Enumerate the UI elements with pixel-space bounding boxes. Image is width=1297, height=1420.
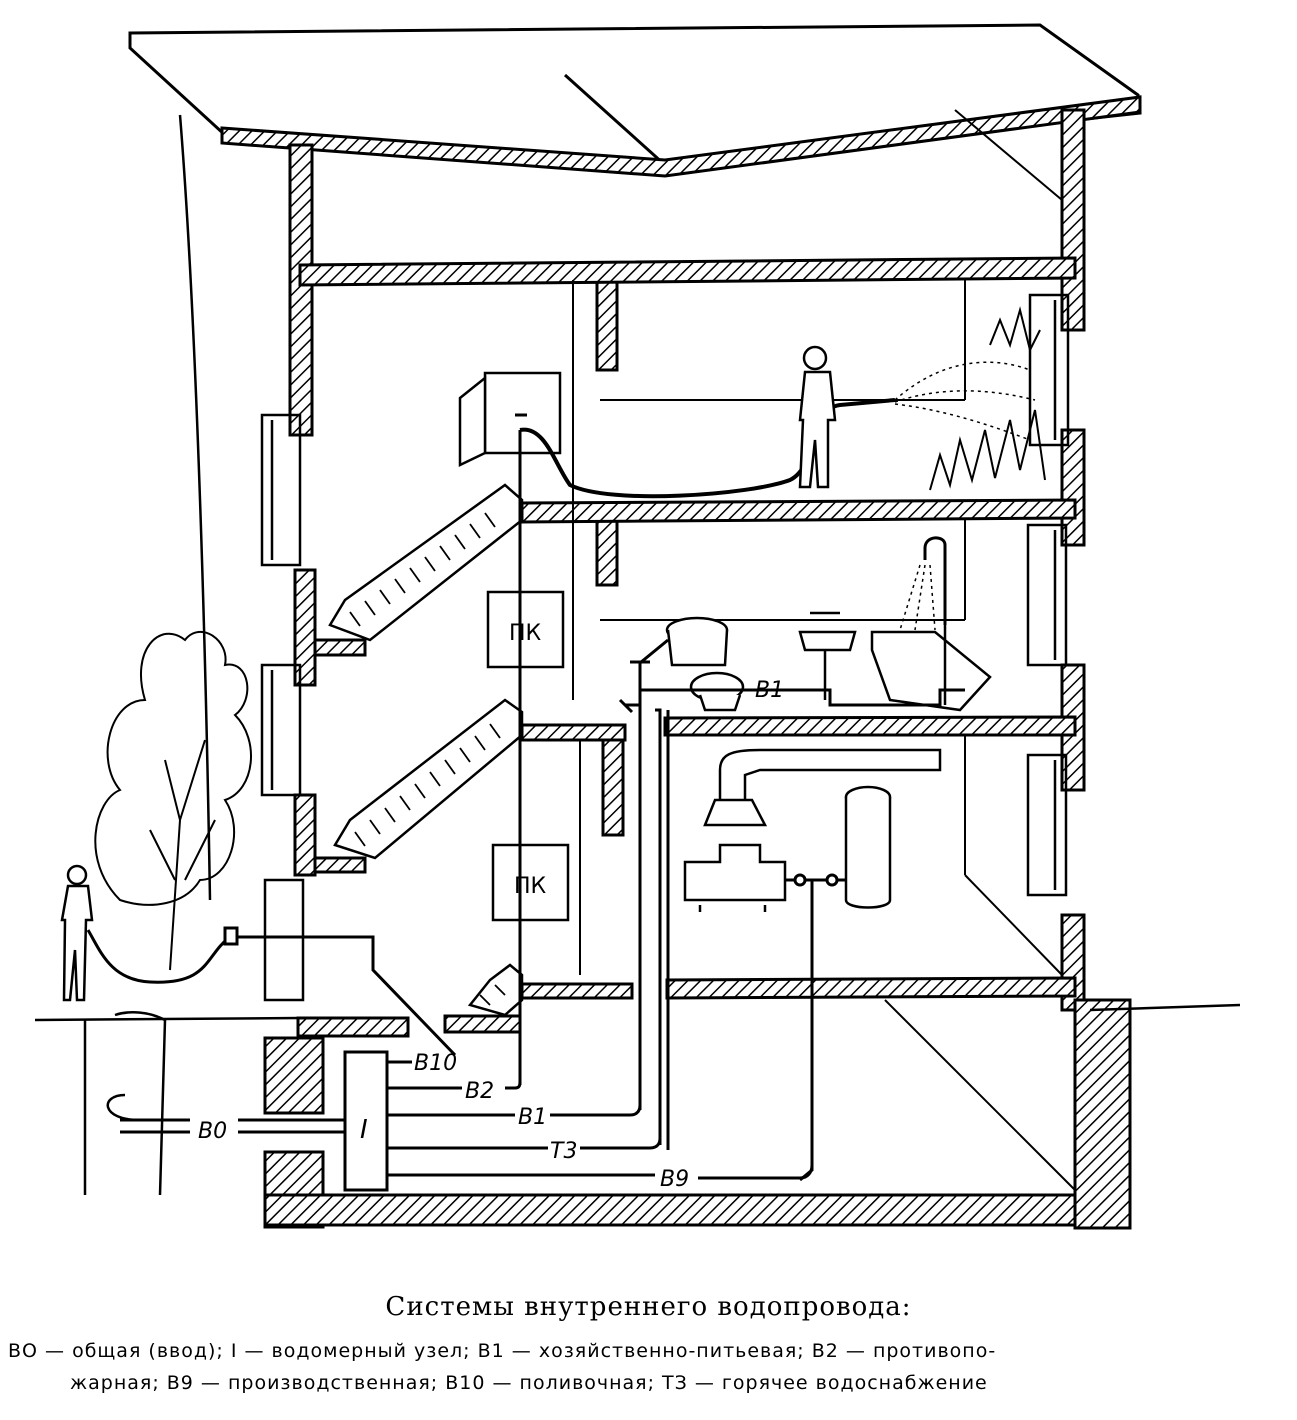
t3-label: T3 bbox=[550, 1139, 577, 1164]
bathtub-icon bbox=[870, 625, 992, 712]
hot-water-pipe bbox=[655, 708, 670, 1150]
tree-icon bbox=[94, 630, 252, 971]
ground-line bbox=[34, 1003, 1241, 1022]
firefighter-icon bbox=[798, 345, 837, 489]
shower-spray-icon bbox=[899, 564, 936, 631]
b1-label: B1 bbox=[518, 1105, 547, 1130]
b10-label: B10 bbox=[414, 1051, 457, 1076]
gardener-icon bbox=[60, 864, 94, 1002]
stair-steps bbox=[349, 512, 506, 1006]
flames-icon bbox=[929, 306, 1046, 491]
b9-label: B9 bbox=[660, 1167, 689, 1192]
floor-slabs bbox=[298, 256, 1077, 1034]
toilet-icon bbox=[665, 616, 745, 712]
fire-riser-pipe bbox=[515, 413, 527, 1085]
b2-label: B2 bbox=[465, 1079, 494, 1104]
windows bbox=[260, 293, 1070, 1002]
fire-cabinets bbox=[458, 371, 570, 922]
fire-cabinet-upper-label: ПК bbox=[509, 621, 542, 646]
sink-icon bbox=[798, 611, 857, 700]
facade-edge bbox=[178, 114, 212, 901]
ventilation-hood-icon bbox=[703, 748, 942, 827]
watering-pipe bbox=[86, 926, 457, 1057]
caption-legend-line-2: жарная; В9 — производственная; В10 — пол… bbox=[70, 1372, 988, 1394]
main-intake-pipe bbox=[120, 1118, 345, 1134]
caption-title: Системы внутреннего водопровода: bbox=[385, 1292, 912, 1322]
industrial-water-pipe bbox=[785, 873, 846, 1182]
roof bbox=[128, 23, 1142, 178]
fire-hose bbox=[519, 398, 896, 499]
b0-label: B0 bbox=[198, 1119, 227, 1144]
boiler-tank-icon bbox=[844, 785, 892, 909]
walls bbox=[263, 108, 1132, 1230]
room-lines bbox=[572, 109, 1076, 1191]
domestic-water-pipe bbox=[618, 638, 965, 1110]
caption-legend-line-1: ВО — общая (ввод); I — водомерный узел; … bbox=[8, 1340, 997, 1362]
water-supply-diagram: ПК ПК B1 bbox=[34, 23, 1241, 1230]
water-well bbox=[83, 1011, 167, 1196]
water-meter-label: I bbox=[360, 1115, 368, 1145]
machine-icon bbox=[683, 843, 787, 912]
fire-spray-icon bbox=[894, 361, 1036, 441]
branch-pipes bbox=[387, 1060, 814, 1180]
stairs bbox=[328, 483, 524, 1017]
shower-icon bbox=[923, 536, 947, 625]
